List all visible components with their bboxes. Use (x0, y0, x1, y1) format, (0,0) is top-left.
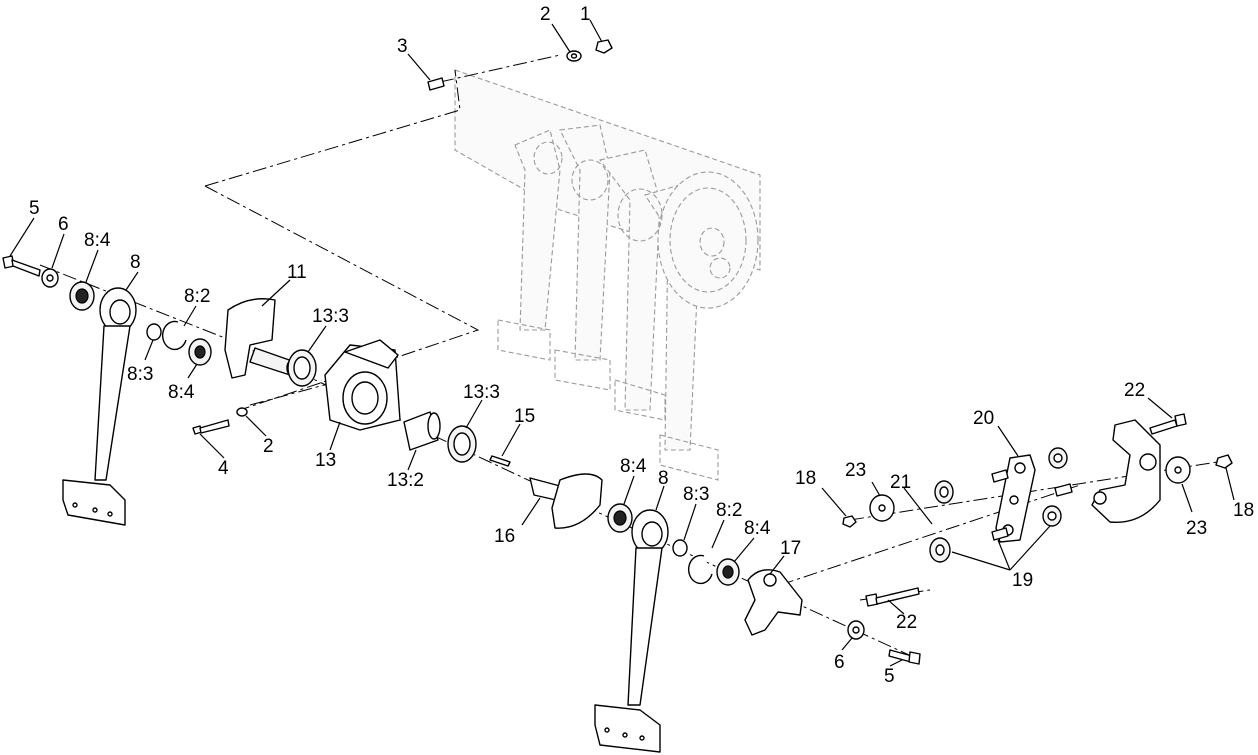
callout-8-2-left: 8:2 (184, 286, 210, 307)
bearing-8-4-left-b (187, 338, 212, 379)
callout-8-3-right: 8:3 (683, 484, 709, 505)
spacer-21 (903, 480, 954, 525)
callout-21: 21 (890, 472, 911, 493)
washer-23-right (1165, 456, 1193, 513)
bolt-22-top (1147, 397, 1187, 435)
callout-11: 11 (287, 262, 307, 283)
callout-18-right: 18 (1233, 500, 1254, 521)
callout-13-2: 13:2 (387, 470, 424, 491)
callout-2-top: 2 (540, 4, 551, 25)
callout-8-right: 8 (658, 468, 669, 489)
callout-5-left: 5 (29, 198, 40, 219)
callout-8-4-c: 8:4 (620, 456, 647, 477)
callout-13-3-left: 13:3 (312, 306, 349, 327)
callout-19: 19 (1012, 570, 1033, 591)
bushings-19 (929, 447, 1073, 571)
washer-23-left (869, 481, 895, 522)
bushing-13-2 (403, 411, 441, 471)
callout-16: 16 (494, 526, 515, 547)
snap-ring-8-2-right (687, 519, 725, 585)
bolt-5-right (888, 649, 921, 667)
callout-8-2-right: 8:2 (716, 500, 742, 521)
stud-3 (407, 53, 445, 91)
seal-13-3-right (447, 399, 483, 463)
bolt-22-bottom (865, 587, 920, 615)
callout-8-left: 8 (130, 252, 141, 273)
callout-13-3-right: 13:3 (463, 382, 500, 403)
washer-2-top (551, 23, 582, 62)
callout-18-left: 18 (795, 468, 816, 489)
link-plate-20 (995, 425, 1036, 543)
connecting-arm-8-left (62, 271, 139, 526)
key-15 (489, 423, 521, 467)
callout-5-right: 5 (884, 666, 895, 687)
bearing-8-4-right-b (716, 537, 755, 586)
callout-6-left: 6 (58, 214, 69, 235)
nut-18-left (821, 487, 857, 528)
callout-23-right: 23 (1186, 518, 1207, 539)
callout-23-left: 23 (845, 460, 866, 481)
housing-13 (324, 339, 401, 451)
bolt-4 (192, 419, 230, 459)
frame-assembly-reference (454, 69, 761, 481)
callout-15: 15 (514, 406, 535, 427)
bolt-5-left (2, 217, 41, 277)
nut-18-right (1215, 454, 1235, 501)
callout-17: 17 (780, 538, 801, 559)
hex-nut-1 (589, 19, 613, 54)
callout-2-left: 2 (263, 436, 274, 457)
washer-6-right (841, 620, 865, 651)
ring-8-3-left (144, 323, 162, 361)
ring-8-3-right (672, 503, 697, 557)
snap-ring-8-2-left (161, 305, 197, 351)
callout-13: 13 (315, 450, 336, 471)
washer-2-left (236, 407, 267, 437)
seal-13-3-left (287, 325, 327, 387)
callout-4: 4 (218, 458, 229, 479)
callout-1: 1 (580, 4, 591, 25)
bracket-right (1091, 419, 1161, 524)
callout-labels: 1 2 3 5 6 8:4 8 8:2 11 13:3 8:3 8:4 4 2 … (29, 4, 1254, 687)
bearing-8-4-left-a (69, 249, 99, 311)
callout-22-bottom: 22 (896, 612, 917, 633)
callout-8-4-a: 8:4 (84, 230, 111, 251)
connecting-arm-8-right (594, 485, 669, 753)
washer-6-left (41, 233, 65, 288)
callout-6-right: 6 (834, 652, 845, 673)
callout-8-3-left: 8:3 (127, 364, 153, 385)
shaft-arm-16 (521, 473, 603, 529)
callout-22-top: 22 (1124, 380, 1145, 401)
bearing-8-4-right-a (607, 475, 635, 533)
callout-8-4-b: 8:4 (168, 382, 195, 403)
callout-8-4-d: 8:4 (744, 518, 771, 539)
pivot-arm-11 (224, 279, 298, 379)
callout-3: 3 (397, 36, 408, 57)
lever-17 (744, 555, 803, 636)
callout-20: 20 (973, 408, 994, 429)
